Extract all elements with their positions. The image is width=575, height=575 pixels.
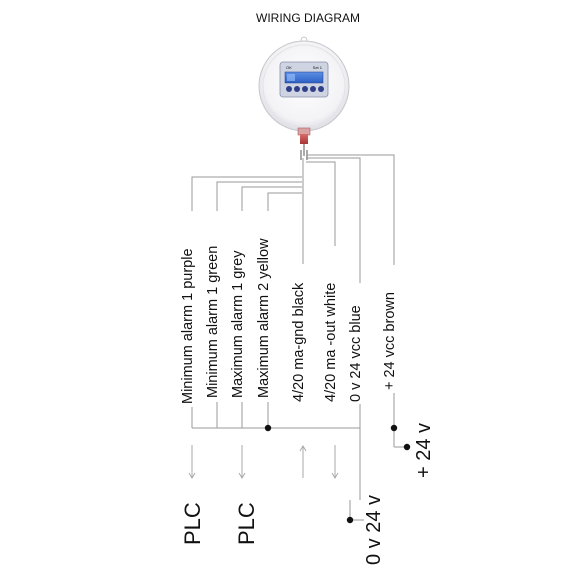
label-leaders bbox=[191, 393, 395, 428]
junction-dot bbox=[346, 516, 354, 524]
plc-label-1: PLC bbox=[180, 502, 205, 545]
supply-0v-24v-label: 0 v 24 v bbox=[363, 495, 385, 565]
common-bus bbox=[192, 424, 411, 524]
diagram-title: WIRING DIAGRAM bbox=[256, 11, 360, 25]
arrow-down-icon bbox=[238, 445, 246, 479]
wire-min-alarm-1-green bbox=[216, 181, 302, 211]
label-4-20-gnd-black: 4/20 ma-gnd black bbox=[291, 282, 307, 402]
button-icon bbox=[286, 86, 292, 92]
arrow-down-icon bbox=[331, 445, 339, 479]
signal-arrows bbox=[188, 445, 339, 479]
supply-plus-24v-label: + 24 v bbox=[413, 423, 435, 478]
lcd-screen bbox=[284, 71, 324, 84]
junction-dot bbox=[264, 424, 272, 432]
wire-0v-blue bbox=[306, 157, 361, 283]
button-icon bbox=[294, 86, 300, 92]
wire-plus-24-brown bbox=[307, 154, 395, 265]
wire-min-alarm-1-purple bbox=[191, 176, 302, 211]
junction-dot bbox=[403, 443, 411, 451]
arrow-down-icon bbox=[188, 445, 196, 479]
wire-runs bbox=[191, 154, 395, 283]
display-left-label: OK bbox=[286, 65, 292, 70]
button-icon bbox=[310, 86, 316, 92]
label-4-20-out-white: 4/20 ma -out white bbox=[323, 283, 339, 402]
label-0v-blue: 0 v 24 vcc blue bbox=[348, 305, 364, 402]
label-min-alarm-1-green: Minimum alarm 1 green bbox=[205, 246, 221, 398]
wire-4-20-out-white bbox=[306, 161, 336, 246]
wire-labels: Minimum alarm 1 purple Minimum alarm 1 g… bbox=[180, 238, 398, 404]
display-right-label: Set 1 bbox=[313, 65, 323, 70]
button-icon bbox=[302, 86, 308, 92]
arrow-up-icon bbox=[299, 445, 307, 478]
wire-max-alarm-2-yellow bbox=[267, 192, 302, 211]
junction-dot bbox=[390, 424, 398, 432]
label-max-alarm-1-grey: Maximum alarm 1 grey bbox=[230, 250, 246, 398]
cable-gland bbox=[300, 134, 308, 144]
sensor-device: OK Set 1 bbox=[258, 36, 350, 144]
device-buttons bbox=[286, 86, 324, 92]
label-max-alarm-2-yellow: Maximum alarm 2 yellow bbox=[256, 238, 272, 398]
cable-gland-nut bbox=[297, 127, 311, 136]
label-plus-24-brown: + 24 vcc brown bbox=[382, 292, 398, 390]
wire-max-alarm-1-grey bbox=[241, 186, 302, 211]
plc-label-2: PLC bbox=[234, 502, 259, 545]
button-icon bbox=[318, 86, 324, 92]
label-min-alarm-1-purple: Minimum alarm 1 purple bbox=[180, 248, 196, 404]
